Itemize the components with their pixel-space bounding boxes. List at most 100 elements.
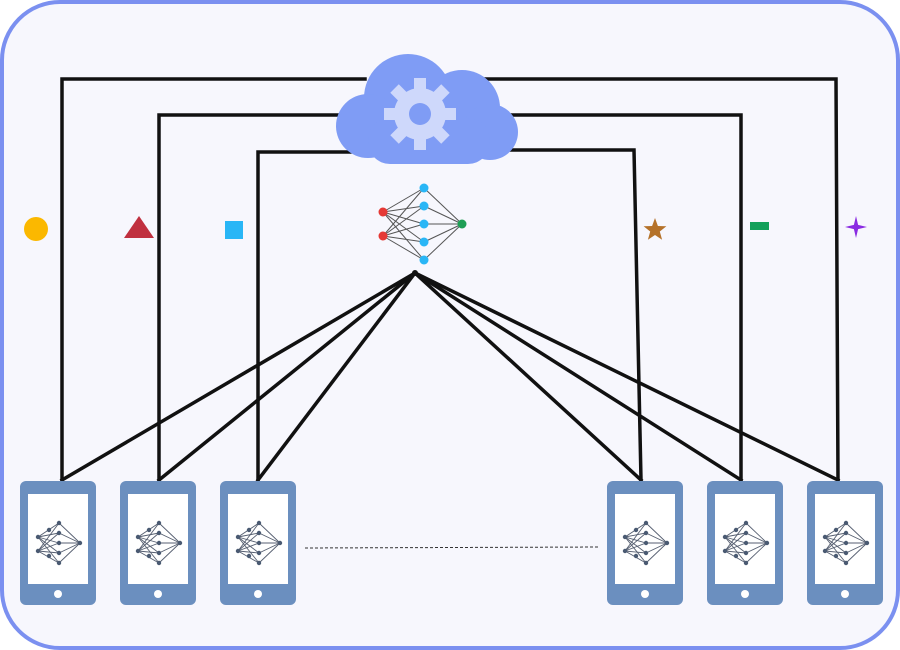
local-nn-edge: [624, 522, 647, 552]
local-nn-edge: [237, 536, 260, 544]
local-nn-node: [833, 527, 839, 533]
phone-home-button: [54, 590, 62, 598]
local-nn-node: [156, 550, 162, 556]
local-nn-edge: [845, 542, 868, 564]
nn-input-node: [378, 207, 388, 217]
local-nn-node: [156, 520, 162, 526]
local-nn-edge: [824, 536, 847, 564]
nn-edge: [423, 187, 463, 225]
local-nn-node: [156, 540, 162, 546]
local-nn-node: [643, 550, 649, 556]
local-nn-edge: [137, 536, 160, 554]
local-nn-node: [722, 534, 728, 540]
local-nn-node: [743, 550, 749, 556]
local-nn-node: [743, 540, 749, 546]
local-neural-network-icon: [135, 520, 183, 566]
local-nn-edge: [237, 532, 260, 552]
local-nn-edge: [158, 522, 181, 544]
local-neural-network-icon: [35, 520, 83, 566]
local-nn-edge: [37, 522, 60, 552]
local-nn-edge: [824, 542, 847, 552]
local-nn-node: [843, 520, 849, 526]
local-nn-node: [56, 560, 62, 566]
nn-hidden-node: [419, 183, 429, 193]
local-nn-node: [256, 520, 262, 526]
phone-client-1: [20, 481, 96, 605]
local-nn-node: [146, 553, 152, 559]
local-nn-edge: [724, 522, 747, 552]
local-nn-node: [622, 548, 628, 554]
local-nn-edge: [824, 532, 847, 538]
phone-home-button: [154, 590, 162, 598]
local-nn-node: [135, 534, 141, 540]
nn-hidden-node: [419, 201, 429, 211]
more-clients-ellipsis: [304, 546, 601, 549]
local-nn-node: [256, 550, 262, 556]
connector-client-1: [60, 77, 367, 482]
local-nn-node: [46, 553, 52, 559]
nn-output-node: [457, 219, 467, 229]
local-nn-edge: [158, 542, 181, 554]
client-devices: [20, 481, 883, 605]
phone-client-5: [707, 481, 783, 605]
local-nn-edge: [258, 542, 281, 554]
local-nn-edge: [745, 542, 768, 564]
local-nn-edge: [845, 542, 868, 554]
fan-line-client-1: [59, 270, 418, 483]
local-neural-network-icon: [622, 520, 670, 566]
local-nn-node: [235, 534, 241, 540]
local-nn-node: [56, 530, 62, 536]
fan-line-client-3: [255, 270, 418, 483]
square-symbol-icon: [225, 221, 243, 239]
phone-screen: [815, 494, 875, 584]
local-nn-node: [722, 548, 728, 554]
local-nn-node: [643, 520, 649, 526]
local-nn-edge: [58, 542, 81, 564]
phone-screen: [615, 494, 675, 584]
local-nn-edge: [258, 522, 281, 544]
local-nn-edge: [745, 522, 768, 544]
local-nn-node: [246, 527, 252, 533]
local-nn-edge: [137, 536, 160, 544]
local-nn-edge: [724, 536, 747, 564]
local-nn-node: [833, 553, 839, 559]
local-nn-edge: [724, 542, 747, 552]
local-neural-network-icon: [235, 520, 283, 566]
local-nn-edge: [137, 550, 160, 554]
phone-screen: [228, 494, 288, 584]
local-nn-node: [246, 553, 252, 559]
local-nn-node: [643, 560, 649, 566]
nn-edge: [382, 235, 425, 243]
local-nn-edge: [137, 522, 160, 552]
local-nn-node: [256, 560, 262, 566]
local-nn-node: [633, 527, 639, 533]
nn-edge: [382, 187, 425, 213]
local-nn-edge: [624, 536, 647, 564]
upload-connectors: [60, 77, 840, 482]
local-nn-node: [35, 534, 41, 540]
local-nn-edge: [237, 532, 260, 538]
local-nn-edge: [137, 542, 160, 552]
local-nn-edge: [624, 532, 647, 538]
phone-client-6: [807, 481, 883, 605]
local-nn-edge: [37, 536, 60, 544]
fan-line-client-6: [412, 270, 841, 483]
local-nn-node: [733, 553, 739, 559]
local-nn-node: [822, 534, 828, 540]
local-nn-edge: [158, 532, 181, 544]
local-nn-node: [643, 530, 649, 536]
triangle-symbol-icon: [124, 216, 154, 238]
local-nn-node: [256, 530, 262, 536]
local-nn-edge: [37, 542, 60, 552]
nn-edge: [382, 205, 425, 213]
local-nn-edge: [824, 522, 847, 552]
gear-hole: [409, 103, 431, 125]
local-nn-edge: [724, 536, 747, 554]
nn-edge: [382, 235, 425, 261]
fan-line-client-4: [412, 270, 644, 483]
nn-edge: [382, 211, 425, 243]
local-nn-node: [633, 553, 639, 559]
local-nn-node: [733, 527, 739, 533]
local-nn-edge: [824, 550, 847, 554]
